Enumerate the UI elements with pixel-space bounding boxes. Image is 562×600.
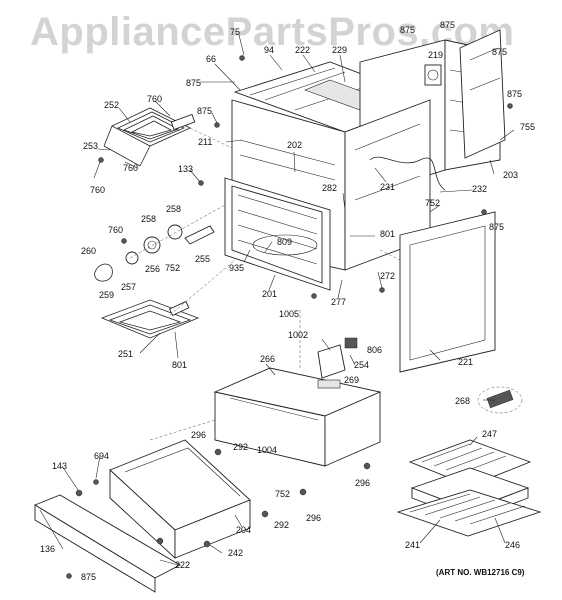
art-number: (ART NO. WB12716 C9) [436,568,525,577]
callout-875: 875 [400,25,415,35]
callout-760: 760 [123,163,138,173]
callout-259: 259 [99,290,114,300]
callout-256: 256 [145,264,160,274]
callout-labels: 75 94 222 229 875 875 219 875 66 875 875… [40,20,535,582]
callout-66: 66 [206,54,216,64]
callout-806: 806 [367,345,382,355]
callout-277: 277 [331,297,346,307]
callout-254: 254 [354,360,369,370]
callout-282: 282 [322,183,337,193]
drawer-bracket[interactable] [317,337,358,379]
wire-harness [369,156,446,191]
callout-935: 935 [229,263,244,273]
callout-202: 202 [287,140,302,150]
callout-231: 231 [380,182,395,192]
callout-269: 269 [344,375,359,385]
callout-258: 258 [166,204,181,214]
callout-1004: 1004 [257,445,277,455]
callout-203: 203 [503,170,518,180]
callout-752: 752 [275,489,290,499]
callout-1005: 1005 [279,309,299,319]
callout-143: 143 [52,461,67,471]
drawer-chassis[interactable] [213,367,382,467]
callout-760: 760 [108,225,123,235]
callout-752: 752 [165,263,180,273]
callout-242: 242 [228,548,243,558]
callout-296: 296 [306,513,321,523]
bake-element[interactable] [100,299,200,339]
drawer-front-panel[interactable] [33,494,181,593]
callout-752: 752 [425,198,440,208]
callout-133: 133 [178,164,193,174]
callout-292: 292 [274,520,289,530]
lamp-socket[interactable] [94,224,183,282]
callout-875: 875 [440,20,455,30]
callout-251: 251 [118,349,133,359]
callout-229: 229 [332,45,347,55]
callout-136: 136 [40,544,55,554]
callout-252: 252 [104,100,119,110]
callout-246: 246 [505,540,520,550]
callout-257: 257 [121,282,136,292]
callout-755: 755 [520,122,535,132]
broiler-pan-insert[interactable] [408,439,532,487]
callout-801: 801 [172,360,187,370]
callout-201: 201 [262,289,277,299]
callout-221: 221 [458,357,473,367]
callout-258: 258 [141,214,156,224]
lamp-bracket[interactable] [184,225,215,245]
callout-296: 296 [355,478,370,488]
callout-241: 241 [405,540,420,550]
callout-801: 801 [380,229,395,239]
callout-211: 211 [198,137,212,147]
callout-875: 875 [507,89,522,99]
oven-liner-cavity[interactable] [224,177,331,291]
callout-253: 253 [83,141,98,151]
oven-rack[interactable] [396,489,542,537]
callout-875: 875 [81,572,96,582]
callout-222: 222 [175,560,190,570]
callout-247: 247 [482,429,497,439]
callout-75: 75 [230,27,240,37]
callout-204: 204 [236,525,251,535]
callout-694: 694 [94,451,109,461]
callout-222: 222 [295,45,310,55]
assembly-guides [129,127,401,441]
callout-268: 268 [455,396,470,406]
callout-266: 266 [260,354,275,364]
leader-lines [39,34,515,566]
callout-760: 760 [147,94,162,104]
callout-272: 272 [380,271,395,281]
callout-296: 296 [191,430,206,440]
rear-cover-panel[interactable] [459,29,506,159]
callout-809: 809 [277,237,292,247]
callout-219: 219 [428,50,443,60]
sensor-part-268[interactable] [477,386,523,414]
callout-232: 232 [472,184,487,194]
callout-875: 875 [492,47,507,57]
callout-292: 292 [233,442,248,452]
callout-760: 760 [90,185,105,195]
side-panel[interactable] [399,211,496,373]
callout-875: 875 [186,78,201,88]
callout-1002: 1002 [288,330,308,340]
callout-255: 255 [195,254,210,264]
callout-875: 875 [489,222,504,232]
storage-drawer[interactable] [109,439,251,560]
callout-94: 94 [264,45,274,55]
callout-875: 875 [197,106,212,116]
callout-260: 260 [81,246,96,256]
broil-element[interactable] [103,107,196,167]
